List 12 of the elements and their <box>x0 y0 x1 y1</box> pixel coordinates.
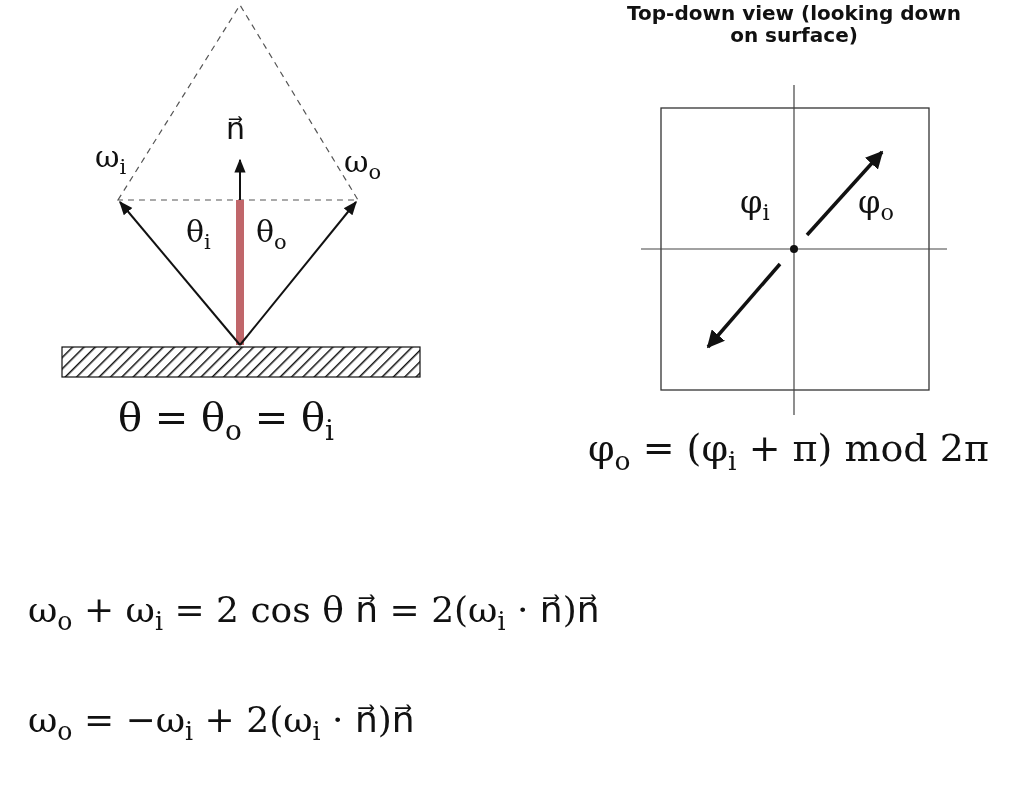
vector-label: ω$_{i}$ <box>95 140 127 180</box>
vector-label: n⃗ <box>226 112 245 145</box>
angle-label: φ$_{o}$ <box>858 185 894 226</box>
angle-label: θ$_{i}$ <box>186 215 211 255</box>
vector-label: ω$_{o}$ <box>344 145 382 185</box>
equation: θ = θ$_{o}$ = θ$_{i}$ <box>118 395 334 447</box>
equation: ω$_{o}$ + ω$_{i}$ = 2 cos θ n⃗ = 2(ω$_{i}$ · n⃗)n⃗ <box>28 590 600 636</box>
angle-label: θ$_{o}$ <box>256 215 287 255</box>
equation: φ$_{o}$ = (φ$_{i}$ + π) mod 2π <box>588 428 989 475</box>
view-heading: Top-down view (looking down on surface) <box>626 2 962 46</box>
angle-label: φ$_{i}$ <box>740 185 770 226</box>
equation: ω$_{o}$ = −ω$_{i}$ + 2(ω$_{i}$ · n⃗)n⃗ <box>28 700 415 746</box>
